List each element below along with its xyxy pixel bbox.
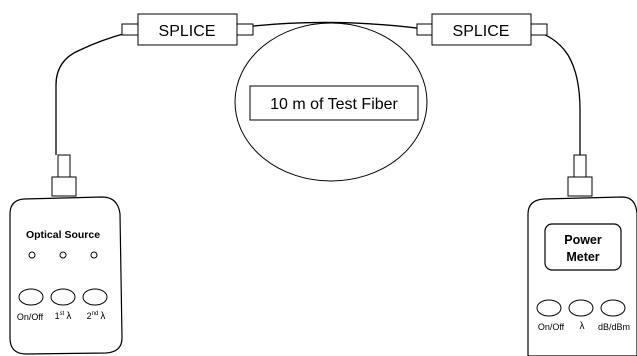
optical-source-title: Optical Source: [26, 229, 100, 241]
splice-left: SPLICE: [121, 13, 254, 46]
splice-right-label: SPLICE: [453, 23, 510, 40]
source-lambda1-button[interactable]: [50, 288, 76, 306]
source-lambda2-button[interactable]: [82, 288, 108, 306]
meter-db-dbm-label: dB/dBm: [598, 322, 630, 332]
meter-lambda-label: λ: [580, 321, 585, 332]
splice-right: SPLICE: [416, 13, 548, 46]
power-meter-device: Power Meter On/Off λ dB/dBm: [527, 196, 637, 356]
source-on-off-label: On/Off: [17, 312, 44, 322]
source-on-off-button[interactable]: [18, 288, 44, 306]
connector-right: [567, 154, 593, 197]
indicator-led-1: [28, 251, 36, 259]
power-meter-title-line2: Meter: [566, 250, 599, 264]
test-fiber-label-box: [249, 85, 419, 121]
test-fiber-spool: [234, 22, 428, 182]
meter-on-off-label: On/Off: [538, 322, 565, 332]
test-fiber-label: 10 m of Test Fiber: [270, 96, 398, 113]
indicator-led-3: [90, 251, 98, 259]
fiber-cable-left: [55, 29, 139, 155]
splice-left-label: SPLICE: [159, 23, 216, 40]
indicator-led-2: [59, 251, 67, 259]
meter-on-off-button[interactable]: [536, 299, 562, 317]
fiber-cable-top: [235, 21, 433, 31]
meter-db-dbm-button[interactable]: [600, 299, 626, 317]
meter-lambda-button[interactable]: [568, 299, 594, 317]
fiber-cable-right: [529, 29, 581, 155]
power-meter-title-line1: Power: [564, 233, 602, 247]
connector-left: [51, 154, 77, 197]
power-meter-display: [544, 223, 622, 271]
